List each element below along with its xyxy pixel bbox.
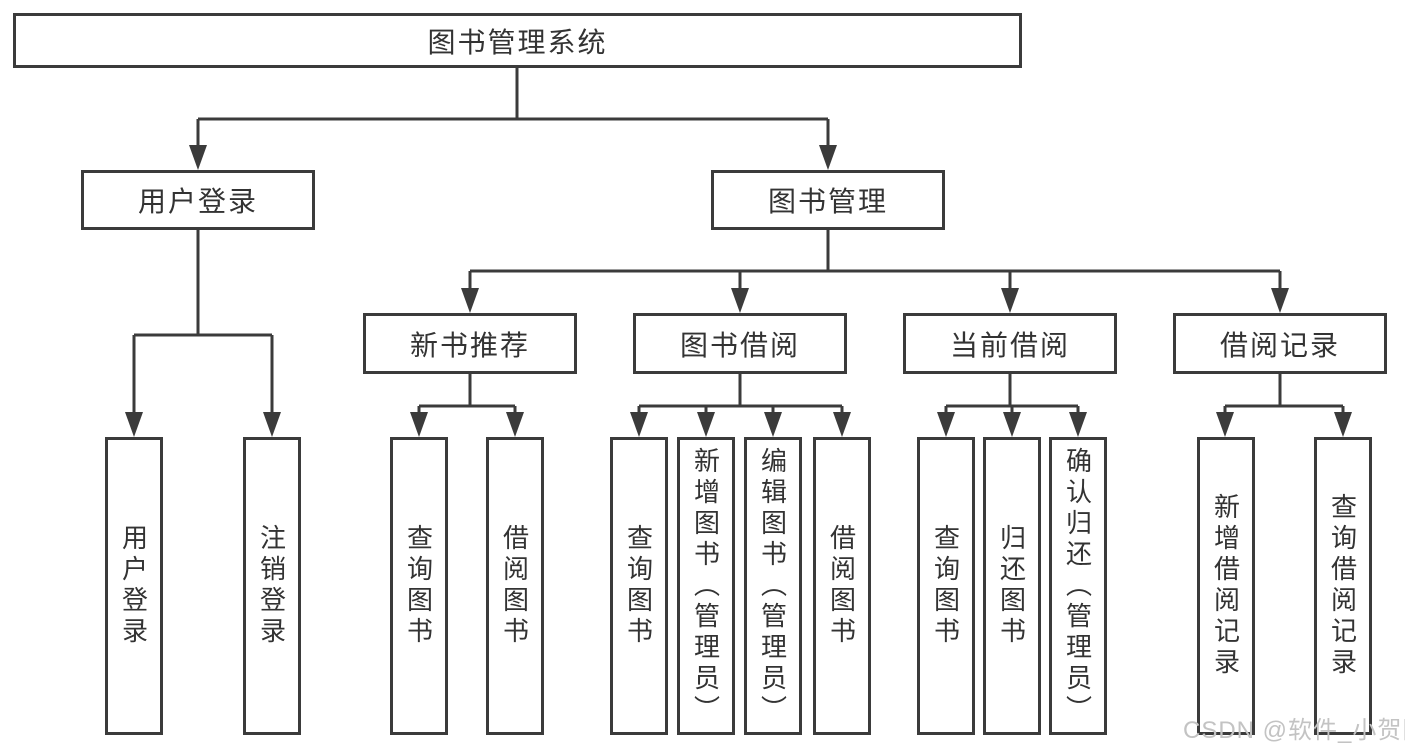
node-label: 查询图书 — [930, 524, 961, 648]
arrow-down-icon — [1216, 412, 1234, 437]
leaf-user-login: 用户登录 — [105, 437, 163, 735]
node-book-borrowing: 图书借阅 — [633, 313, 847, 374]
wire-user-login-to-leaves — [132, 230, 274, 415]
wire-new-book-rec-to-leaves — [417, 374, 517, 415]
leaf-logout-login: 注销登录 — [243, 437, 301, 735]
node-label: 确认归还（管理员） — [1062, 446, 1093, 726]
arrow-down-icon — [263, 412, 281, 437]
node-label: 图书管理 — [767, 186, 888, 217]
arrow-down-icon — [125, 412, 143, 437]
arrow-down-icon — [506, 412, 524, 437]
node-borrowing-records: 借阅记录 — [1173, 313, 1387, 374]
leaf-add-borrow-record: 新增借阅记录 — [1197, 437, 1255, 735]
leaf-borrow-books: 借阅图书 — [813, 437, 871, 735]
leaf-query-borrow-record: 查询借阅记录 — [1314, 437, 1372, 735]
node-new-book-recommend: 新书推荐 — [363, 313, 577, 374]
node-label: 新增图书（管理员） — [690, 446, 721, 726]
node-label: 查询图书 — [403, 524, 434, 648]
arrow-down-icon — [937, 412, 955, 437]
arrow-down-icon — [833, 412, 851, 437]
wire-root-to-level2 — [196, 68, 830, 148]
leaf-query-books-borrowing: 查询图书 — [610, 437, 668, 735]
leaf-confirm-return-admin: 确认归还（管理员） — [1049, 437, 1107, 735]
node-label: 借阅图书 — [826, 524, 857, 648]
node-label: 用户登录 — [137, 186, 258, 217]
leaf-add-books-admin: 新增图书（管理员） — [677, 437, 735, 735]
leaf-borrow-books-recommend: 借阅图书 — [486, 437, 544, 735]
node-label: 归还图书 — [996, 524, 1027, 648]
arrow-down-icon — [731, 288, 749, 313]
leaf-query-books-current: 查询图书 — [917, 437, 975, 735]
arrow-down-icon — [1069, 412, 1087, 437]
arrow-down-icon — [1334, 412, 1352, 437]
leaf-return-books: 归还图书 — [983, 437, 1041, 735]
node-label: 查询图书 — [623, 524, 654, 648]
leaf-query-books-recommend: 查询图书 — [390, 437, 448, 735]
node-book-management-system: 图书管理系统 — [13, 13, 1022, 68]
node-label: 注销登录 — [256, 524, 287, 648]
node-label: 新书推荐 — [409, 329, 530, 361]
arrow-down-icon — [189, 145, 207, 170]
csdn-watermark: CSDN @软件_小贺同学 — [1183, 717, 1405, 744]
arrow-down-icon — [630, 412, 648, 437]
arrow-down-icon — [697, 412, 715, 437]
node-book-management: 图书管理 — [711, 170, 945, 230]
node-label: 图书借阅 — [679, 329, 800, 361]
node-current-borrowing: 当前借阅 — [903, 313, 1117, 374]
node-label: 编辑图书（管理员） — [757, 446, 788, 726]
node-label: 借阅图书 — [499, 524, 530, 648]
node-label: 查询借阅记录 — [1327, 493, 1358, 679]
wire-book-mgmt-to-level3 — [468, 230, 1282, 291]
arrow-down-icon — [819, 145, 837, 170]
arrow-down-icon — [461, 288, 479, 313]
arrow-down-icon — [1003, 412, 1021, 437]
node-label: 图书管理系统 — [427, 26, 608, 58]
wire-borrow-records-to-leaves — [1223, 374, 1345, 415]
node-label: 用户登录 — [118, 524, 149, 648]
arrow-down-icon — [1001, 288, 1019, 313]
wire-current-borrow-to-leaves — [944, 374, 1080, 415]
node-user-login: 用户登录 — [81, 170, 315, 230]
node-label: 借阅记录 — [1219, 329, 1340, 361]
arrow-down-icon — [410, 412, 428, 437]
arrow-down-icon — [1271, 288, 1289, 313]
arrowheads — [125, 145, 1352, 437]
node-label: 新增借阅记录 — [1210, 493, 1241, 679]
node-label: 当前借阅 — [949, 329, 1070, 361]
arrow-down-icon — [764, 412, 782, 437]
leaf-edit-books-admin: 编辑图书（管理员） — [744, 437, 802, 735]
wire-book-borrow-to-leaves — [637, 374, 844, 415]
